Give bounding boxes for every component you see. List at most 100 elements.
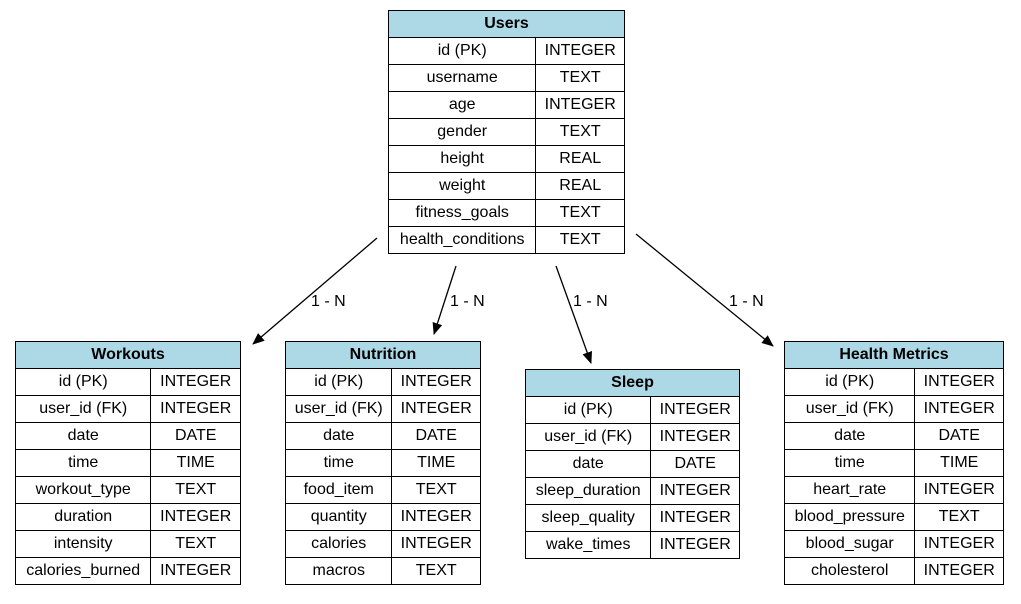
field-name: user_id (FK) xyxy=(524,423,652,451)
field-name: date xyxy=(783,422,916,450)
field-name: fitness_goals xyxy=(387,199,537,227)
entity-title-workouts: Workouts xyxy=(15,341,241,369)
field-type: TIME xyxy=(150,449,241,477)
field-type: INTEGER xyxy=(150,395,241,423)
edge-users-health-metrics xyxy=(635,233,774,347)
field-row: user_id (FK)INTEGER xyxy=(783,395,1004,423)
field-name: blood_pressure xyxy=(783,503,916,531)
field-name: id (PK) xyxy=(783,368,916,396)
field-row: id (PK)INTEGER xyxy=(284,368,481,396)
field-name: sleep_duration xyxy=(524,477,652,505)
field-name: sleep_quality xyxy=(524,504,652,532)
field-type: DATE xyxy=(914,422,1004,450)
field-type: TEXT xyxy=(535,226,625,254)
field-name: calories xyxy=(284,530,393,558)
field-type: TEXT xyxy=(150,530,241,558)
field-name: id (PK) xyxy=(524,396,652,424)
field-name: user_id (FK) xyxy=(284,395,393,423)
field-type: INTEGER xyxy=(391,368,481,396)
edge-users-workouts xyxy=(252,237,378,345)
field-name: heart_rate xyxy=(783,476,916,504)
field-type: TEXT xyxy=(391,557,481,585)
entity-title-sleep: Sleep xyxy=(525,369,740,397)
entity-header: Sleep xyxy=(525,369,740,397)
entity-title-nutrition: Nutrition xyxy=(285,341,481,369)
field-name: macros xyxy=(284,557,393,585)
field-name: id (PK) xyxy=(387,37,537,65)
field-type: TEXT xyxy=(914,503,1004,531)
field-name: weight xyxy=(387,172,537,200)
field-row: id (PK)INTEGER xyxy=(524,396,740,424)
edge-label-health-metrics: 1 - N xyxy=(729,293,764,310)
entity-title-health-metrics: Health Metrics xyxy=(784,341,1004,369)
entity-header: Nutrition xyxy=(285,341,481,369)
edge-label-nutrition: 1 - N xyxy=(450,293,485,310)
field-type: TEXT xyxy=(535,64,625,92)
field-name: wake_times xyxy=(524,531,652,559)
field-type: INTEGER xyxy=(391,503,481,531)
field-type: INTEGER xyxy=(391,530,481,558)
entity-header: Workouts xyxy=(15,341,241,369)
field-row: id (PK)INTEGER xyxy=(14,368,241,396)
field-name: gender xyxy=(387,118,537,146)
field-name: workout_type xyxy=(14,476,152,504)
field-type: INTEGER xyxy=(150,557,241,585)
field-name: food_item xyxy=(284,476,393,504)
entity-header: Health Metrics xyxy=(784,341,1004,369)
field-type: INTEGER xyxy=(914,368,1004,396)
field-type: DATE xyxy=(650,450,740,478)
edge-label-sleep: 1 - N xyxy=(573,293,608,310)
field-name: time xyxy=(14,449,152,477)
field-type: INTEGER xyxy=(914,476,1004,504)
field-name: height xyxy=(387,145,537,173)
entity-title-users: Users xyxy=(388,10,625,38)
field-type: TIME xyxy=(391,449,481,477)
field-name: time xyxy=(284,449,393,477)
field-type: INTEGER xyxy=(650,477,740,505)
field-type: INTEGER xyxy=(150,503,241,531)
field-type: TEXT xyxy=(535,118,625,146)
field-name: id (PK) xyxy=(284,368,393,396)
edge-users-nutrition xyxy=(432,265,457,335)
field-name: calories_burned xyxy=(14,557,152,585)
field-name: date xyxy=(524,450,652,478)
field-name: time xyxy=(783,449,916,477)
field-name: date xyxy=(284,422,393,450)
field-row: id (PK)INTEGER xyxy=(387,37,625,65)
field-type: INTEGER xyxy=(650,531,740,559)
field-name: cholesterol xyxy=(783,557,916,585)
field-name: id (PK) xyxy=(14,368,152,396)
field-name: user_id (FK) xyxy=(14,395,152,423)
field-name: user_id (FK) xyxy=(783,395,916,423)
field-type: DATE xyxy=(391,422,481,450)
edge-label-workouts: 1 - N xyxy=(311,293,346,310)
field-type: INTEGER xyxy=(650,504,740,532)
field-type: INTEGER xyxy=(150,368,241,396)
field-type: TEXT xyxy=(535,199,625,227)
field-name: date xyxy=(14,422,152,450)
field-row: user_id (FK)INTEGER xyxy=(14,395,241,423)
field-type: REAL xyxy=(535,172,625,200)
field-type: REAL xyxy=(535,145,625,173)
field-name: age xyxy=(387,91,537,119)
